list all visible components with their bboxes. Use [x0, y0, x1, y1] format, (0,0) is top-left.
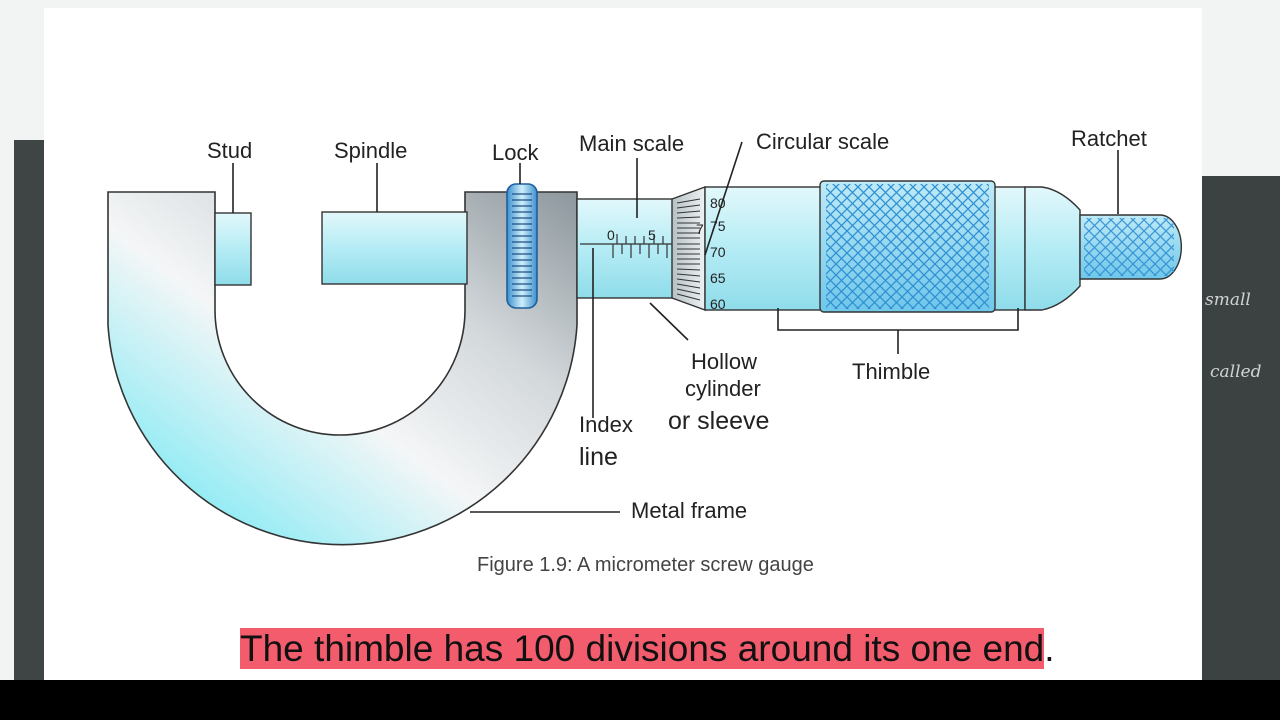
label-lock: Lock: [492, 140, 539, 165]
stud: [214, 212, 252, 286]
slide: [44, 8, 1202, 680]
main-scale-ticks: [612, 234, 668, 258]
circular-scale-partial: 7: [696, 221, 704, 237]
label-spindle: Spindle: [334, 138, 407, 163]
chalk-text-called: called: [1210, 362, 1262, 382]
chalk-text-small: small: [1205, 290, 1251, 310]
metal-frame: [107, 191, 578, 546]
sleeve: [576, 198, 678, 299]
label-hollow-cylinder-3: or sleeve: [668, 407, 769, 435]
circular-scale-ticks: [676, 198, 701, 301]
circular-scale-number-70: 70: [710, 244, 726, 260]
circular-scale-number-60: 60: [710, 296, 726, 312]
label-thimble: Thimble: [852, 359, 930, 384]
main-scale-number-0: 0: [607, 227, 615, 243]
label-hollow-cylinder-2: cylinder: [685, 376, 761, 401]
label-main-scale: Main scale: [579, 131, 684, 156]
subtitle-highlighted: The thimble has 100 divisions around its…: [240, 628, 1045, 669]
subtitle: The thimble has 100 divisions around its…: [240, 628, 1055, 669]
thimble-end: [1024, 186, 1081, 311]
label-ratchet: Ratchet: [1071, 126, 1147, 151]
label-hollow-cylinder-1: Hollow: [691, 349, 757, 374]
circular-scale-number-80: 80: [710, 195, 726, 211]
label-index-line-2: line: [579, 443, 618, 471]
letterbox-bar: [0, 680, 1280, 720]
chalkboard-right: [1200, 176, 1280, 680]
chalkboard-left: [14, 140, 44, 680]
circular-scale-number-65: 65: [710, 270, 726, 286]
spindle: [321, 211, 468, 285]
label-circular-scale: Circular scale: [756, 129, 889, 154]
video-frame: small called: [0, 0, 1280, 680]
label-index-line-1: Index: [579, 412, 633, 437]
micrometer-diagram: 0 5 80 75 7 70 65 60: [107, 126, 1183, 576]
main-scale-number-5: 5: [648, 227, 656, 243]
figure-caption: Figure 1.9: A micrometer screw gauge: [477, 554, 814, 576]
subtitle-trailing: .: [1044, 628, 1055, 669]
label-metal-frame: Metal frame: [631, 498, 747, 523]
lock: [506, 183, 538, 309]
label-stud: Stud: [207, 138, 252, 163]
